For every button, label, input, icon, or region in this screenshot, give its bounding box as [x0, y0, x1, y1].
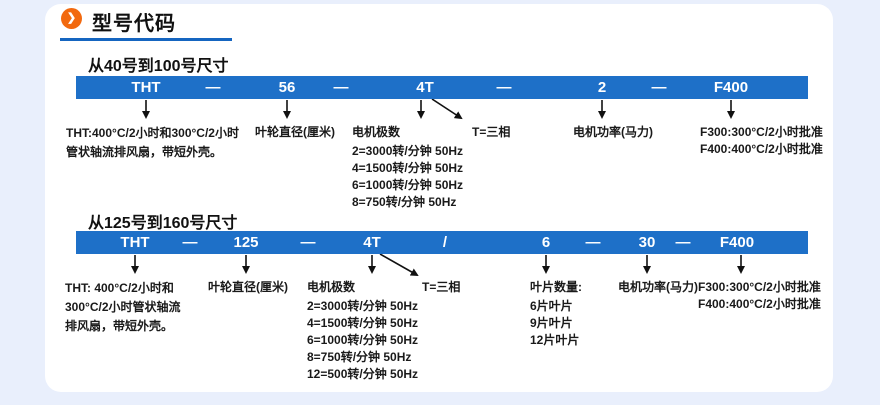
code-segment-size: 56	[278, 79, 296, 96]
code-separator: —	[675, 234, 691, 251]
annotation-blade-count: 叶片数量: 6片叶片 9片叶片 12片叶片	[530, 280, 582, 347]
code-separator: —	[651, 79, 667, 96]
code-separator: —	[205, 79, 221, 96]
section2-title: 从125号到160号尺寸	[88, 215, 238, 232]
section1-title: 从40号到100号尺寸	[88, 58, 229, 75]
code-segment-power: 2	[597, 79, 607, 96]
code-segment-blades: 6	[541, 234, 551, 251]
annotation-three-phase: T=三相	[472, 125, 511, 139]
model-code-card	[45, 4, 833, 392]
code-separator: —	[496, 79, 512, 96]
title-underline	[60, 38, 232, 41]
annotation-motor-poles: 电机极数 2=3000转/分钟 50Hz 4=1500转/分钟 50Hz 6=1…	[352, 125, 464, 209]
code-segment-tht: THT	[131, 79, 161, 96]
annotation-three-phase: T=三相	[422, 280, 461, 294]
annotation-tht-description: THT:400°C/2小时和300°C/2小时 管状轴流排风扇，带短外壳。	[66, 126, 239, 159]
code-separator: —	[182, 234, 198, 251]
code-segment-poles: 4T	[363, 234, 381, 251]
section1-model-code-bar: THT — 56 — 4T — 2 — F400	[76, 76, 808, 99]
code-separator: —	[585, 234, 601, 251]
annotation-motor-power: 电机功率(马力)	[618, 280, 698, 294]
code-segment-poles: 4T	[416, 79, 434, 96]
annotation-temperature-rating: F300:300°C/2小时批准 F400:400°C/2小时批准	[700, 125, 823, 156]
annotation-motor-poles: 电机极数 2=3000转/分钟 50Hz 4=1500转/分钟 50Hz 6=1…	[307, 280, 419, 381]
chevron-badge-icon: ❯	[61, 8, 82, 29]
code-segment-size: 125	[233, 234, 259, 251]
annotation-motor-power: 电机功率(马力)	[573, 125, 653, 139]
section2-model-code-bar: THT — 125 — 4T / 6 — 30 — F400	[76, 231, 808, 254]
annotation-impeller-diameter: 叶轮直径(厘米)	[208, 280, 288, 294]
annotation-tht-description: THT: 400°C/2小时和 300°C/2小时管状轴流 排风扇，带短外壳。	[65, 281, 181, 333]
code-separator: —	[333, 79, 349, 96]
page-title: 型号代码	[92, 13, 176, 35]
code-segment-rating: F400	[719, 234, 755, 251]
code-segment-tht: THT	[120, 234, 150, 251]
code-segment-rating: F400	[713, 79, 749, 96]
code-segment-power: 30	[638, 234, 656, 251]
code-separator: —	[300, 234, 316, 251]
chevron-glyph: ❯	[66, 12, 77, 24]
annotation-temperature-rating: F300:300°C/2小时批准 F400:400°C/2小时批准	[698, 280, 821, 311]
code-separator-slash: /	[442, 234, 448, 251]
annotation-impeller-diameter: 叶轮直径(厘米)	[255, 125, 335, 139]
